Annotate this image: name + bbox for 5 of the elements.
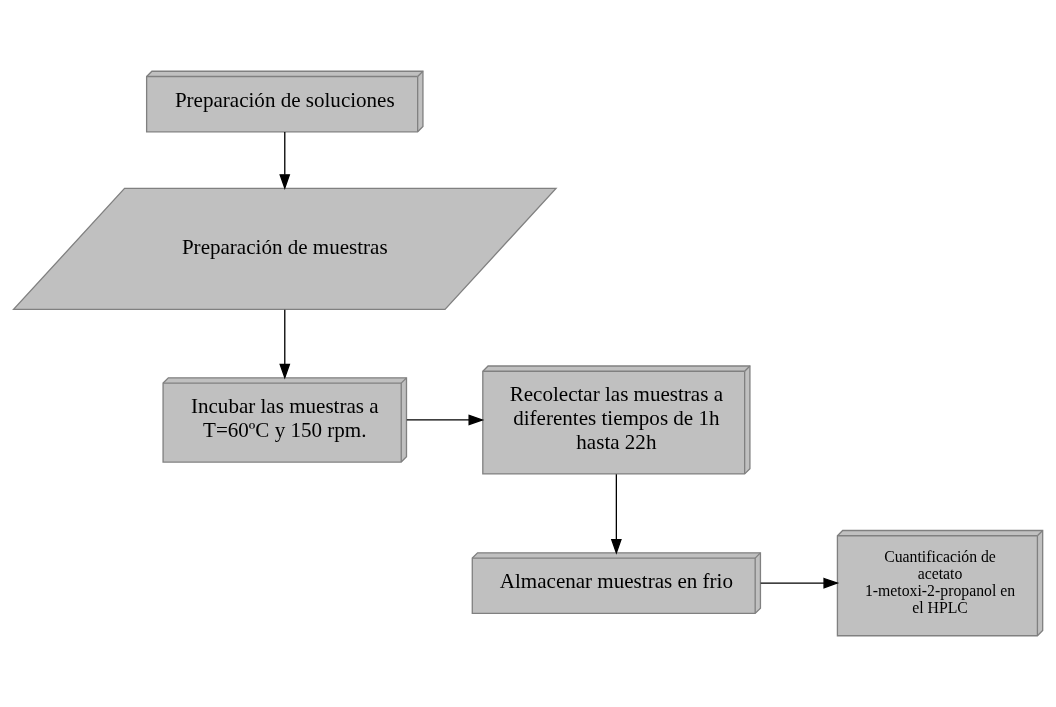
arrow (406, 414, 485, 426)
arrow (760, 577, 840, 589)
arrow (610, 473, 622, 555)
arrow (279, 131, 291, 190)
arrow (279, 309, 291, 380)
